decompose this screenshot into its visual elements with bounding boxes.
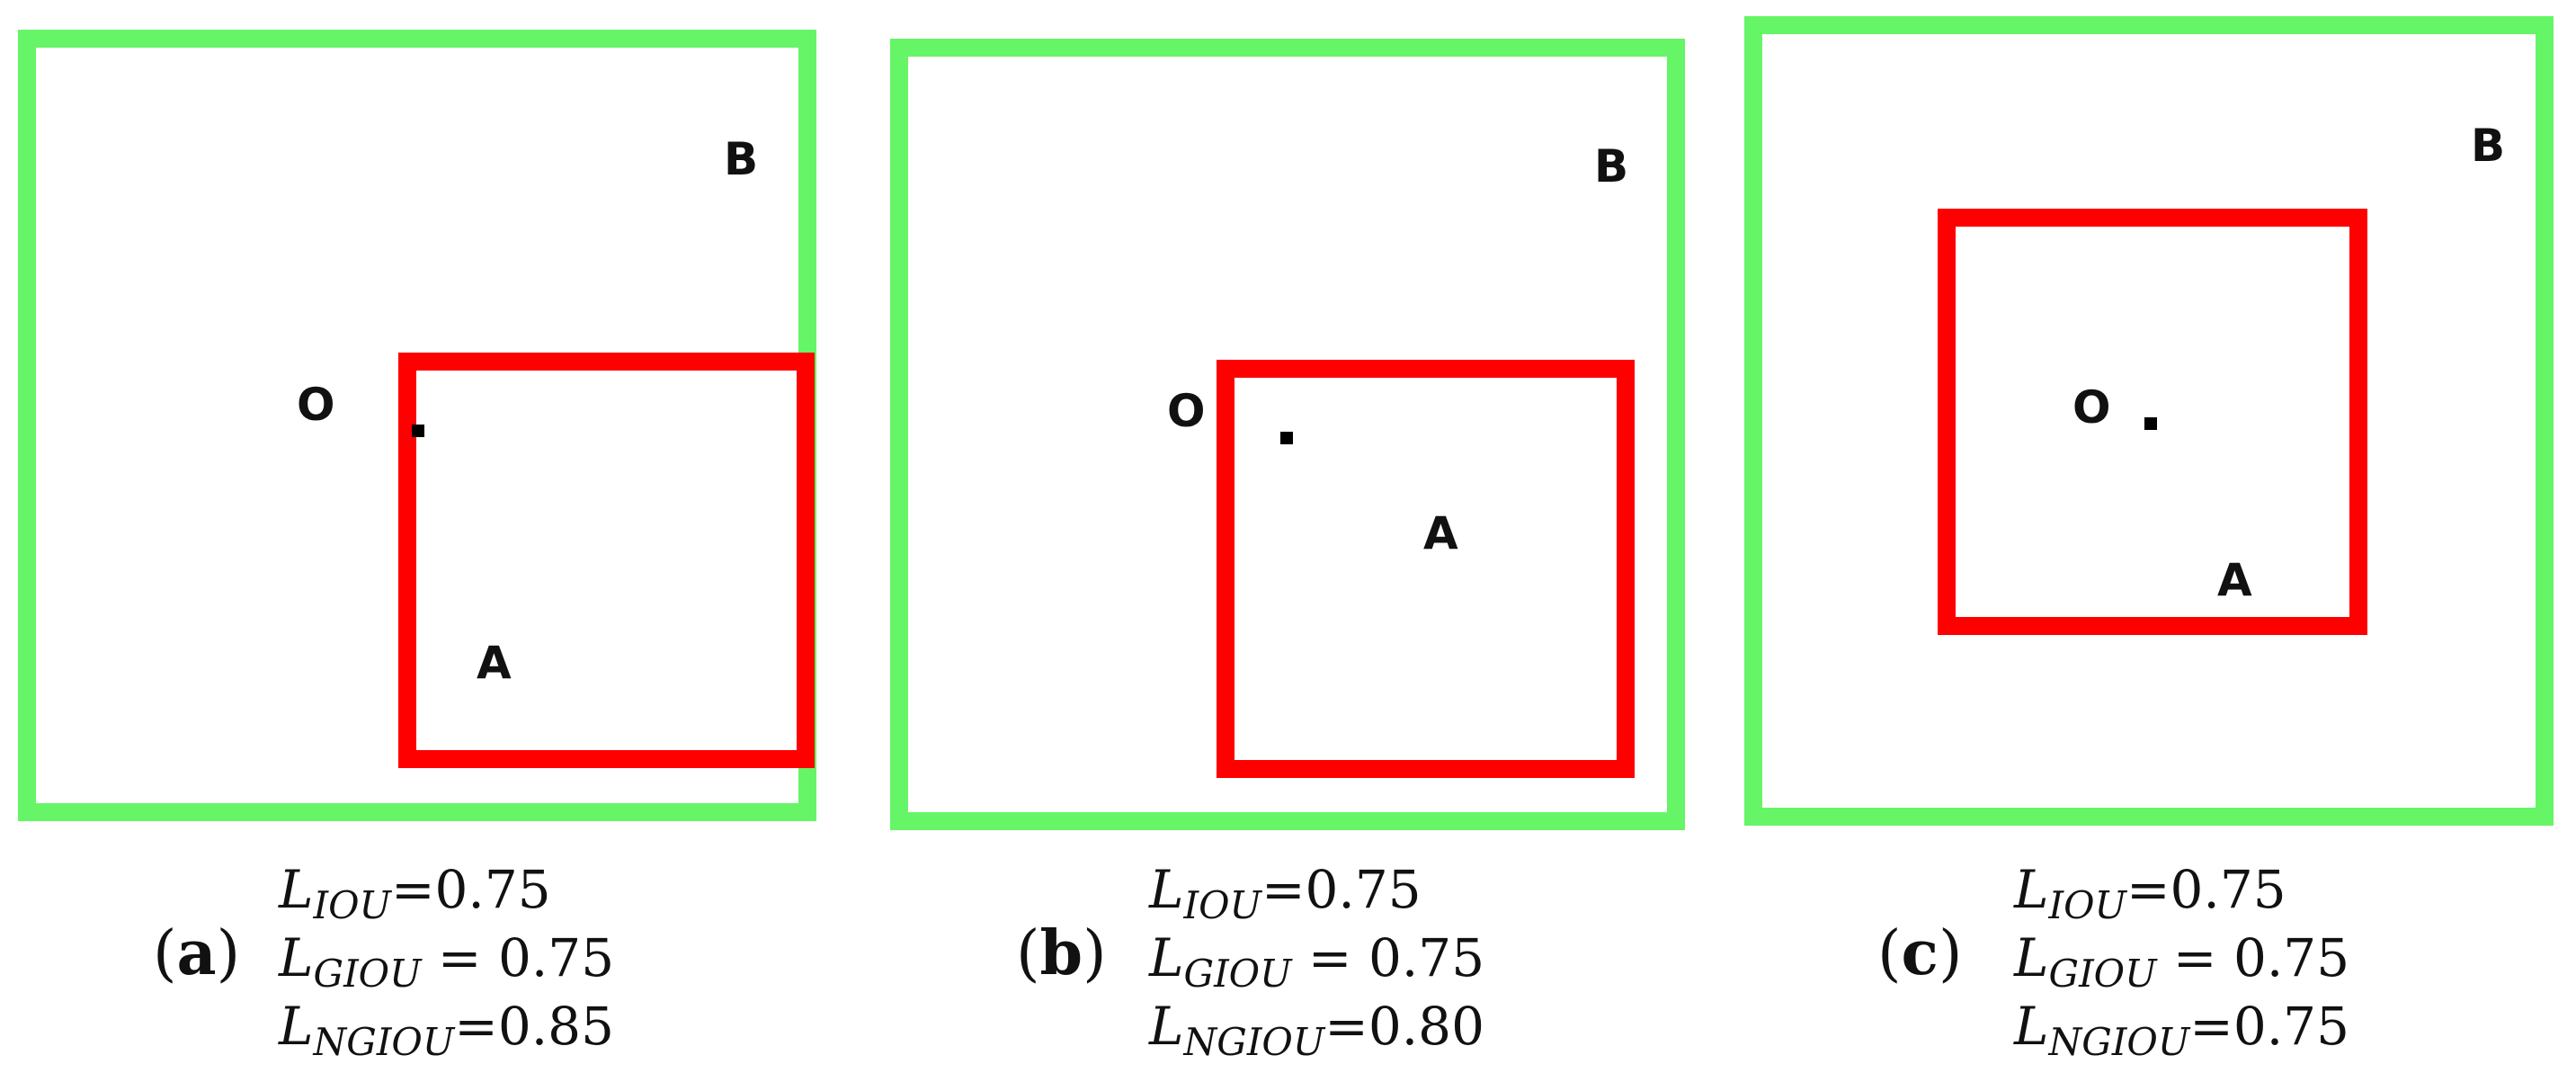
label-o-b: O — [1167, 385, 1206, 437]
eq-ngiou-b: LNGIOU=0.80 — [1149, 996, 1484, 1064]
label-a-c: A — [2217, 554, 2252, 606]
label-b-a: B — [724, 133, 759, 185]
eq-iou-a: LIOU=0.75 — [279, 859, 551, 927]
subfig-label-c: (c) — [1877, 917, 1963, 989]
center-point-a — [412, 425, 424, 437]
label-o-c: O — [2072, 381, 2111, 434]
eq-giou-c: LGIOU = 0.75 — [2014, 927, 2350, 996]
box-b-c — [1744, 16, 2554, 826]
label-b-c: B — [2471, 120, 2506, 172]
subfig-label-a: (a) — [153, 917, 241, 989]
label-o-a: O — [297, 379, 335, 431]
center-point-b — [1280, 432, 1293, 444]
label-b-b: B — [1594, 140, 1629, 192]
box-a-c — [1938, 209, 2367, 635]
label-a-b: A — [1423, 507, 1458, 559]
eq-ngiou-a: LNGIOU=0.85 — [279, 996, 614, 1064]
center-point-c — [2144, 417, 2157, 430]
eq-giou-b: LGIOU = 0.75 — [1149, 927, 1485, 996]
label-a-a: A — [477, 637, 512, 689]
box-a-a — [398, 353, 815, 768]
eq-iou-c: LIOU=0.75 — [2014, 859, 2286, 927]
box-a-b — [1217, 360, 1635, 778]
subfig-label-b: (b) — [1016, 917, 1107, 989]
eq-giou-a: LGIOU = 0.75 — [279, 927, 615, 996]
box-b-b — [890, 39, 1685, 830]
eq-ngiou-c: LNGIOU=0.75 — [2014, 996, 2349, 1064]
eq-iou-b: LIOU=0.75 — [1149, 859, 1422, 927]
